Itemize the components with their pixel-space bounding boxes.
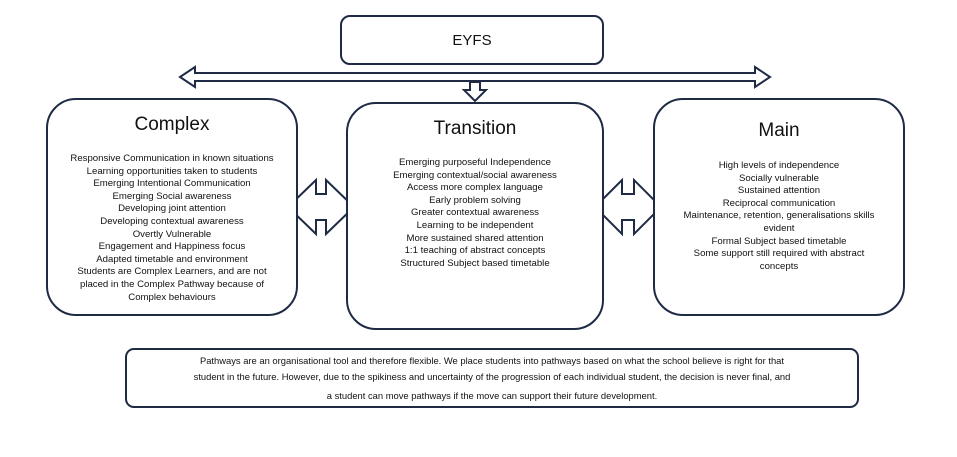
transition-title: Transition [433,118,517,139]
list-item: Developing joint attention [118,203,226,215]
note-line: student in the future. However, due to t… [193,371,791,382]
list-item: Adapted timetable and environment [96,253,248,265]
eyfs-box: EYFS [340,15,604,65]
note-line: Pathways are an organisational tool and … [199,355,785,366]
horizontal-double-arrow [178,65,772,89]
list-item: Structured Subject based timetable [400,257,550,269]
list-item: Emerging purposeful Independence [398,157,551,168]
list-item: Maintenance, retention, generalisations … [683,210,875,222]
list-item: Students are Complex Learners, and are n… [77,266,267,278]
list-item: Socially vulnerable [739,172,819,184]
list-item: Responsive Communication in known situat… [70,153,274,164]
main-pathway-box: Main High levels of independence Sociall… [653,98,905,316]
complex-title: Complex [134,114,210,135]
list-item: evident [763,222,795,234]
complex-pathway-box: Complex Responsive Communication in know… [46,98,298,316]
list-item: Complex behaviours [128,291,216,303]
list-item: Greater contextual awareness [411,207,539,219]
list-item: Learning to be independent [416,219,534,231]
list-item: High levels of independence [718,160,840,171]
list-item: Early problem solving [429,194,521,206]
list-item: Emerging contextual/social awareness [393,169,557,181]
main-title: Main [758,120,800,141]
list-item: Sustained attention [737,185,821,197]
complex-list: Responsive Communication in known situat… [48,153,296,304]
list-item: Learning opportunities taken to students [86,165,258,177]
note-line: a student can move pathways if the move … [326,390,658,401]
list-item: Access more complex language [407,182,543,194]
transition-list: Emerging purposeful Independence Emergin… [348,157,602,270]
list-item: Formal Subject based timetable [711,235,847,247]
list-item: Some support still required with abstrac… [693,248,865,260]
list-item: Emerging Social awareness [112,190,232,202]
list-item: Developing contextual awareness [100,215,244,227]
pathways-note-box: Pathways are an organisational tool and … [125,348,859,408]
list-item: 1:1 teaching of abstract concepts [404,245,546,257]
list-item: Engagement and Happiness focus [98,241,246,253]
list-item: Reciprocal communication [722,197,836,209]
right-double-arrow [593,177,663,237]
list-item: Emerging Intentional Communication [93,178,251,190]
down-arrow [461,81,489,103]
list-item: Overtly Vulnerable [132,228,212,240]
main-list: High levels of independence Socially vul… [655,160,903,273]
list-item: placed in the Complex Pathway because of [80,278,264,290]
list-item: concepts [759,260,799,272]
eyfs-label: EYFS [452,31,492,49]
list-item: More sustained shared attention [406,232,544,244]
transition-pathway-box: Transition Emerging purposeful Independe… [346,102,604,330]
